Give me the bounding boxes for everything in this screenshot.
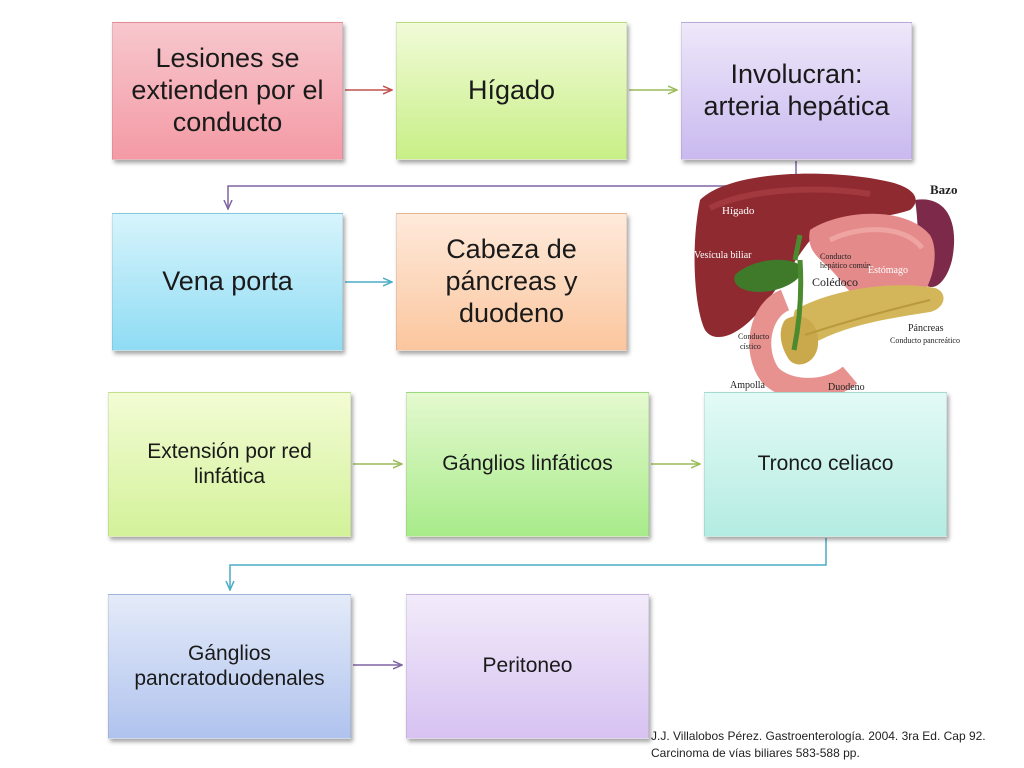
flow-box-tronco-celiaco: Tronco celiaco bbox=[704, 392, 947, 537]
citation-line-1: J.J. Villalobos Pérez. Gastroenterología… bbox=[651, 729, 986, 743]
flow-box-text: Lesiones se extienden por el conducto bbox=[131, 43, 324, 137]
anatomy-drawing bbox=[694, 173, 955, 392]
flow-box-text: Cabeza de páncreas y duodeno bbox=[445, 234, 578, 328]
flow-box-text: Involucran: arteria hepática bbox=[703, 59, 890, 121]
flow-box-pancreas-duodeno: Cabeza de páncreas y duodeno bbox=[396, 213, 627, 351]
label-conducto-hepatico-2: hepático común bbox=[820, 261, 871, 270]
anatomy-illustration: Hígado Bazo Vesícula biliar Conducto hep… bbox=[690, 160, 965, 392]
flow-box-text: Gánglios pancratoduodenales bbox=[134, 641, 325, 690]
label-duodeno: Duodeno bbox=[828, 382, 865, 392]
flow-box-lesiones: Lesiones se extienden por el conducto bbox=[112, 22, 343, 160]
label-vesicula: Vesícula biliar bbox=[694, 250, 752, 261]
label-ampolla: Ampolla bbox=[730, 380, 765, 391]
label-bazo: Bazo bbox=[930, 182, 958, 197]
label-coledoco: Colédoco bbox=[812, 275, 858, 289]
flow-box-arteria-hepatica: Involucran: arteria hepática bbox=[681, 22, 912, 160]
arrow-8-to-9 bbox=[230, 538, 827, 590]
flow-box-text: Peritoneo bbox=[482, 654, 573, 678]
flow-box-peritoneo: Peritoneo bbox=[406, 594, 649, 739]
flow-box-text: Extensión por red linfática bbox=[147, 439, 312, 488]
citation-line-2: Carcinoma de vías biliares 583-588 pp. bbox=[651, 745, 860, 760]
citation: J.J. Villalobos Pérez. Gastroenterología… bbox=[651, 728, 1021, 762]
label-pancreas: Páncreas bbox=[908, 323, 944, 334]
duodenum-shape bbox=[749, 289, 858, 392]
flow-box-red-linfatica: Extensión por red linfática bbox=[108, 392, 351, 537]
flow-box-ganglios-linfaticos: Gánglios linfáticos bbox=[406, 392, 649, 537]
pancreas-head bbox=[780, 316, 819, 365]
flow-box-higado: Hígado bbox=[396, 22, 627, 160]
flow-box-text: Hígado bbox=[467, 75, 556, 106]
label-conducto-cistico-1: Conducto bbox=[738, 332, 770, 341]
gallbladder-shape bbox=[734, 259, 803, 292]
flow-box-text: Gánglios linfáticos bbox=[442, 452, 613, 476]
label-estomago: Estómago bbox=[868, 265, 908, 276]
flow-box-text: Vena porta bbox=[162, 266, 293, 297]
arrow-3-to-4 bbox=[228, 161, 797, 209]
flow-box-ganglios-pancratoduodenales: Gánglios pancratoduodenales bbox=[108, 594, 351, 739]
label-conducto-hepatico-1: Conducto bbox=[820, 252, 852, 261]
bile-duct bbox=[791, 234, 804, 351]
flow-box-vena-porta: Vena porta bbox=[112, 213, 343, 351]
label-higado: Hígado bbox=[722, 205, 755, 217]
label-conducto-cistico-2: cístico bbox=[740, 342, 761, 351]
label-conducto-pancreatico: Conducto pancreático bbox=[890, 336, 960, 345]
flow-box-text: Tronco celiaco bbox=[757, 452, 894, 476]
